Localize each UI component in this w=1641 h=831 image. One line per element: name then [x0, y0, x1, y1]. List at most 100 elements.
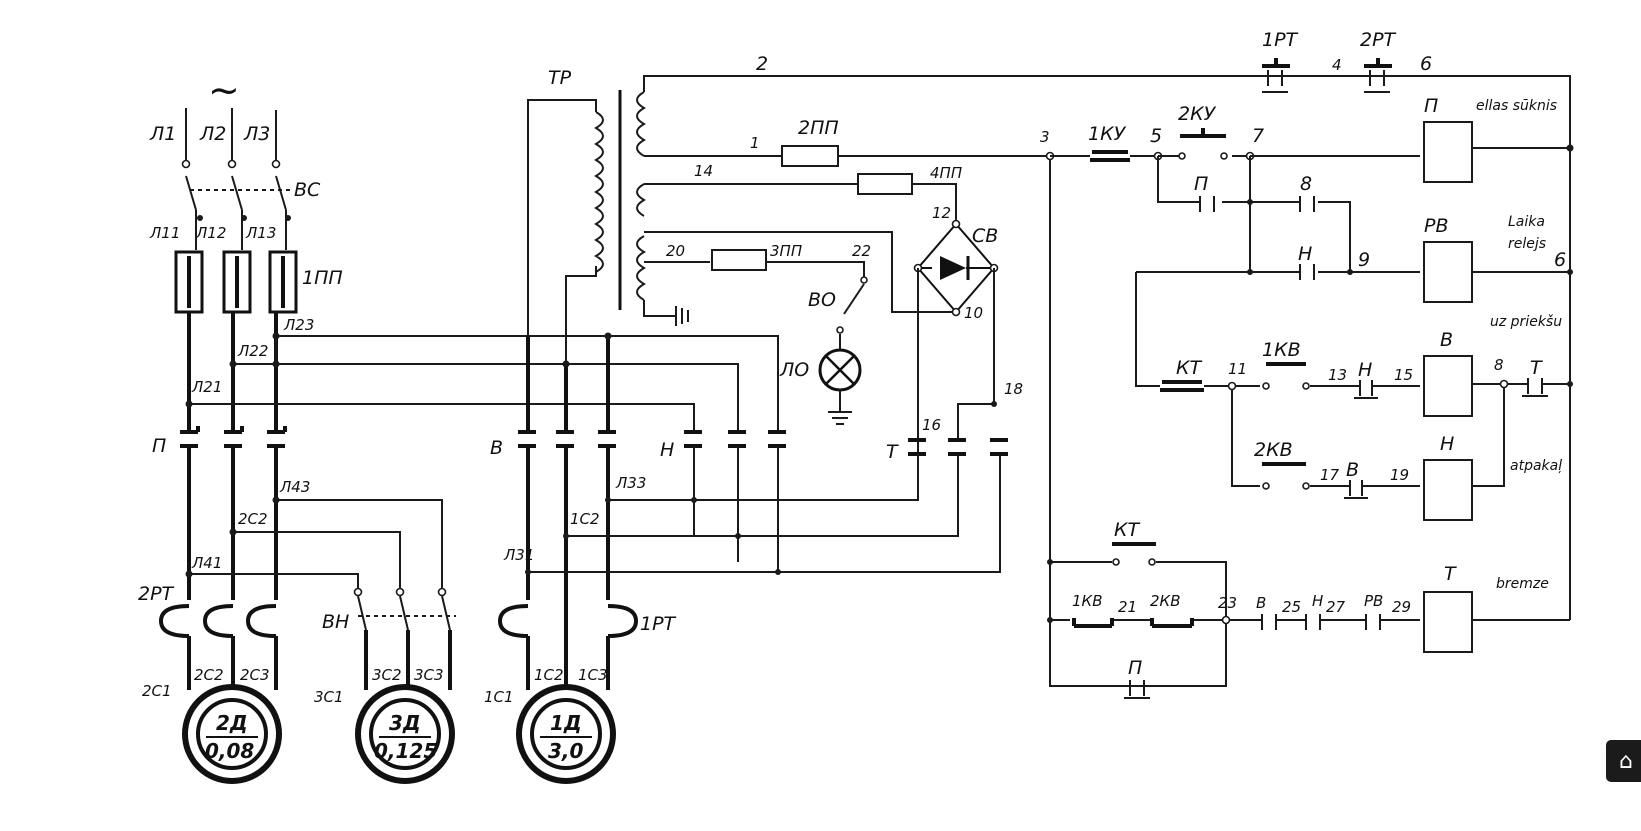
motor-2d — [182, 684, 282, 784]
transformer-secondary-1 — [636, 91, 647, 157]
wire-2 — [643, 75, 1571, 148]
label-contact-2kv-lower: 2КВ — [1150, 592, 1180, 610]
label-wire-6b: 6 — [1554, 249, 1566, 271]
label-wire-13: 13 — [1328, 366, 1347, 384]
label-contact-p-lower: П — [1128, 657, 1142, 679]
coil-t — [1423, 591, 1473, 653]
tilde-symbol: ~ — [208, 68, 240, 112]
label-contact-n-9: Н — [1298, 243, 1312, 265]
label-l43: Л43 — [279, 478, 310, 496]
label-switch-bh: ВН — [322, 611, 349, 633]
label-coil-p: П — [1424, 95, 1438, 117]
label-l33: Л33 — [615, 474, 646, 492]
note-t: bremze — [1496, 576, 1549, 592]
thermal-relay-2rt — [158, 604, 277, 638]
button-1ku — [1090, 150, 1130, 162]
fuse-1pp — [174, 250, 298, 314]
label-fuse-3pp: 3ПП — [770, 242, 802, 260]
motor-2d-name: 2Д — [216, 711, 248, 735]
thermal-contact-2rt — [1364, 70, 1390, 93]
label-wire-21: 21 — [1118, 598, 1137, 616]
label-wire-3: 3 — [1040, 128, 1050, 146]
label-wire-6: 6 — [1420, 53, 1432, 75]
label-lamp: ЛО — [779, 359, 809, 381]
label-wire-22: 22 — [852, 242, 871, 260]
label-l21: Л21 — [191, 378, 222, 396]
label-wire-19: 19 — [1390, 466, 1409, 484]
wire-4pp — [644, 183, 957, 222]
label-coil-n: Н — [1440, 433, 1454, 455]
motor-1d-name: 1Д — [550, 711, 582, 735]
coil-v — [1423, 355, 1473, 417]
label-l12: Л12 — [195, 224, 226, 242]
power-wires-upper — [187, 312, 278, 430]
contactor-v-main — [518, 430, 616, 448]
label-1c2-top: 1С2 — [570, 510, 600, 528]
motor-3d — [355, 684, 455, 784]
contact-p-lower — [1124, 680, 1150, 699]
note-rv-1: Laika — [1508, 214, 1545, 230]
label-wire-27: 27 — [1326, 598, 1346, 616]
lamp-switch-bo — [839, 283, 865, 350]
label-3c2: 3С2 — [372, 666, 402, 684]
contact-n-9 — [1299, 264, 1315, 280]
label-wire-14: 14 — [694, 162, 713, 180]
label-wire-10: 10 — [964, 304, 983, 322]
label-contact-n-13: Н — [1358, 359, 1372, 381]
home-icon[interactable]: ⌂ — [1606, 740, 1641, 782]
label-contact-t: Т — [1530, 357, 1543, 379]
label-2c1: 2С1 — [142, 682, 172, 700]
label-contact-2kv: 2КВ — [1254, 439, 1293, 461]
bus-l23 — [276, 335, 779, 430]
coil-rv — [1423, 241, 1473, 303]
label-contactor-p: П — [152, 435, 166, 457]
label-contact-1kv-lower: 1КВ — [1072, 592, 1102, 610]
bus-l22 — [233, 363, 739, 430]
label-wire-15: 15 — [1394, 366, 1413, 384]
contact-n-13 — [1354, 380, 1378, 399]
ground-symbol — [675, 306, 689, 326]
contact-2kv-lower — [1150, 618, 1194, 628]
label-wire-4: 4 — [1332, 56, 1342, 74]
motor-3d-name: 3Д — [389, 711, 421, 735]
transformer-secondary-2 — [636, 183, 647, 217]
label-wire-1: 1 — [750, 134, 760, 152]
contact-v-17 — [1344, 480, 1368, 499]
thermal-relay-1rt — [497, 604, 639, 638]
supply-wires — [185, 108, 277, 162]
contact-1kv-lower — [1072, 618, 1114, 628]
label-wire-11: 11 — [1228, 360, 1247, 378]
label-wire-23: 23 — [1218, 594, 1237, 612]
label-wire-16: 16 — [922, 416, 941, 434]
motor-3d-power: 0,125 — [374, 739, 437, 763]
label-contact-p-hold: П — [1194, 173, 1208, 195]
label-l41: Л41 — [191, 554, 222, 572]
note-v: uz priekšu — [1490, 314, 1562, 330]
fuse-4pp — [857, 173, 913, 195]
control-bus-left — [1049, 160, 1227, 687]
switch-bh-blades — [357, 595, 451, 631]
contact-p-hold — [1199, 196, 1215, 212]
contact-8 — [1299, 196, 1315, 212]
label-wire-9: 9 — [1358, 249, 1370, 271]
label-button-1ku: 1КУ — [1088, 123, 1127, 145]
coil-n — [1423, 459, 1473, 521]
label-wire-25: 25 — [1282, 598, 1301, 616]
label-contact-v-17: В — [1346, 459, 1359, 481]
wire-20-22 — [644, 231, 956, 313]
label-2c2: 2С2 — [194, 666, 224, 684]
label-3c1: 3С1 — [314, 688, 344, 706]
label-l11: Л11 — [149, 224, 180, 242]
rectifier-bridge — [916, 222, 996, 314]
contact-t — [1522, 378, 1548, 397]
label-1c1: 1С1 — [484, 688, 514, 706]
motor-1d — [516, 684, 616, 784]
label-transformer: ТР — [548, 67, 572, 89]
motor-2d-power: 0,08 — [205, 739, 254, 763]
label-contact-kt-lower: КТ — [1114, 519, 1140, 541]
contactor-n-main — [684, 430, 786, 448]
label-contact-kt: КТ — [1176, 357, 1202, 379]
label-contact-1rt: 1РТ — [1262, 29, 1299, 51]
contact-n-27 — [1305, 614, 1321, 630]
